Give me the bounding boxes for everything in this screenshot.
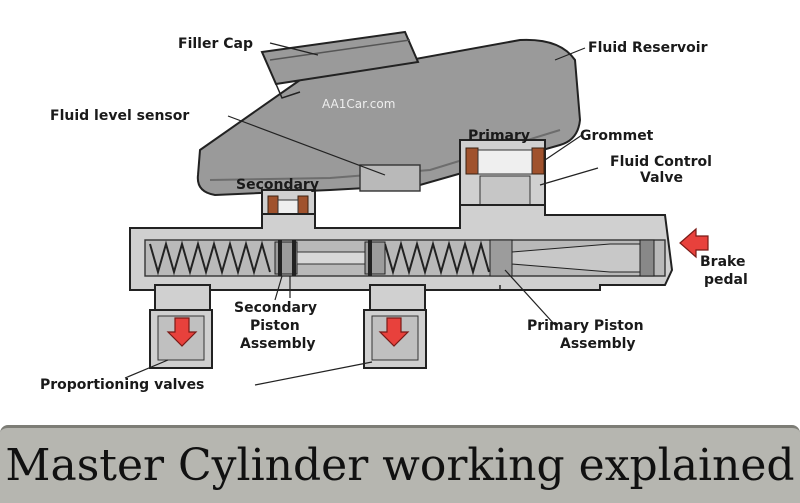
label-brake-pedal-1: Brake	[700, 254, 745, 270]
secondary-piston	[274, 240, 386, 276]
label-fluid-control-1: Fluid Control	[610, 154, 712, 170]
label-primary-piston-1: Primary Piston	[527, 318, 644, 334]
fluid-level-sensor	[359, 164, 421, 192]
filler-cap	[260, 30, 420, 99]
master-cylinder-diagram: AA1Car.com	[40, 30, 748, 393]
label-primary: Primary	[468, 128, 530, 144]
label-secondary: Secondary	[236, 177, 319, 193]
label-filler-cap: Filler Cap	[178, 36, 253, 52]
leader-lines	[124, 42, 599, 386]
label-grommet: Grommet	[580, 128, 654, 144]
watermark: AA1Car.com	[322, 97, 395, 111]
caption-title: Master Cylinder working explained	[5, 440, 795, 491]
label-secondary-piston-2: Piston	[250, 318, 300, 334]
label-fluid-reservoir: Fluid Reservoir	[588, 40, 708, 56]
secondary-spring	[149, 240, 271, 276]
label-brake-pedal-2: pedal	[704, 272, 748, 288]
label-fluid-control-2: Valve	[640, 170, 683, 186]
label-secondary-piston-1: Secondary	[234, 300, 317, 316]
primary-piston	[489, 239, 655, 277]
primary-spring	[384, 240, 490, 276]
primary-port	[459, 139, 546, 211]
brake-pedal-arrow-icon	[679, 227, 709, 259]
flow-arrow-right-icon	[378, 317, 410, 347]
caption-bar: Master Cylinder working explained	[0, 425, 800, 503]
label-fluid-level-sensor: Fluid level sensor	[50, 108, 189, 124]
flow-arrow-left-icon	[166, 317, 198, 347]
label-proportioning-valves: Proportioning valves	[40, 377, 204, 393]
label-primary-piston-2: Assembly	[560, 336, 636, 352]
label-secondary-piston-3: Assembly	[240, 336, 316, 352]
